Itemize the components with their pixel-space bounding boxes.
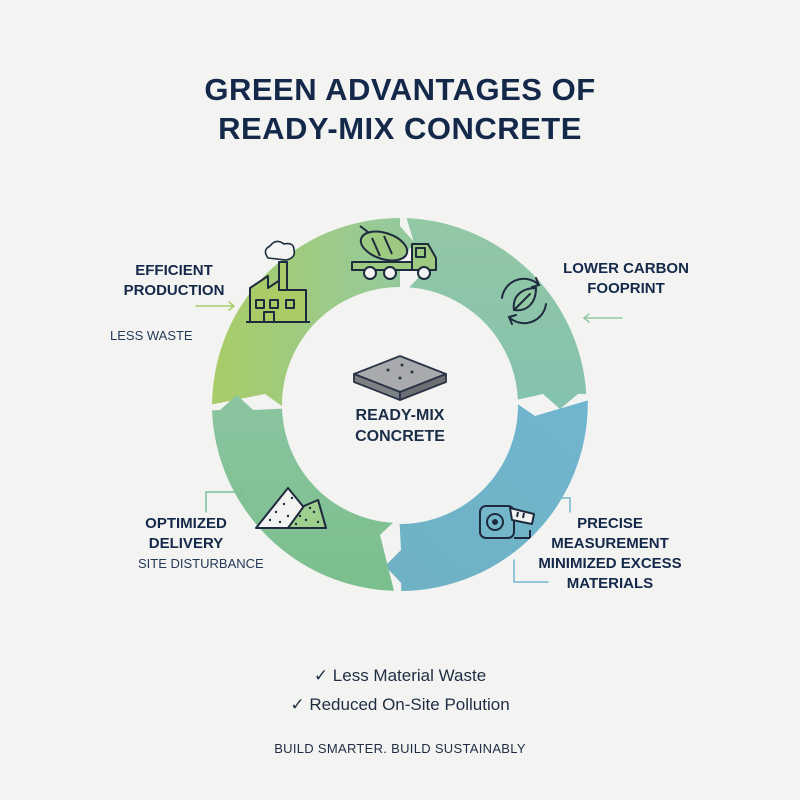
pointer-optimized-delivery (205, 487, 246, 513)
benefit-checklist: ✓ Less Material Waste ✓ Reduced On-Site … (0, 661, 800, 719)
concrete-slab-icon (353, 355, 447, 401)
tape-measure-icon (479, 505, 535, 539)
label-efficient-production: EFFICIENT PRODUCTION (123, 262, 225, 299)
pointer-efficient-production (195, 301, 236, 311)
label-precise-measurement: PRECISE MEASUREMENT MINIMIZED EXCESS MAT… (538, 515, 682, 592)
center-label-line-1: READY-MIX (355, 407, 445, 424)
pointer-lower-carbon (582, 313, 623, 323)
center-label-line-2: CONCRETE (355, 428, 445, 445)
subtext-site-disturbance: SITE DISTURBANCE (138, 556, 264, 571)
checklist-item: ✓ Reduced On-Site Pollution (290, 695, 510, 714)
checklist-item: ✓ Less Material Waste (313, 666, 487, 685)
check-icon: ✓ (313, 666, 329, 685)
label-optimized-delivery: OPTIMIZED DELIVERY (145, 515, 227, 552)
concrete-mixer-truck-icon (351, 225, 437, 280)
aggregate-pile-icon (255, 487, 327, 529)
center-label: READY-MIX CONCRETE (300, 405, 500, 447)
segment-precise-measurement (385, 400, 588, 591)
page-title: GREEN ADVANTAGES OF READY-MIX CONCRETE (0, 70, 800, 148)
leaf-cycle-icon (501, 277, 547, 325)
check-icon: ✓ (290, 695, 305, 714)
footer-tagline: BUILD SMARTER. BUILD SUSTAINABLY (274, 741, 526, 756)
pointer-precise-measurement (513, 497, 571, 583)
segment-lower-carbon (406, 218, 587, 409)
factory-icon (246, 240, 310, 323)
page-title-line-1: GREEN ADVANTAGES OF (204, 72, 596, 107)
page-title-line-2: READY-MIX CONCRETE (218, 111, 582, 146)
segment-optimized-delivery (212, 395, 397, 591)
label-lower-carbon: LOWER CARBON FOOPRINT (563, 260, 689, 297)
subtext-less-waste: LESS WASTE (110, 328, 193, 343)
